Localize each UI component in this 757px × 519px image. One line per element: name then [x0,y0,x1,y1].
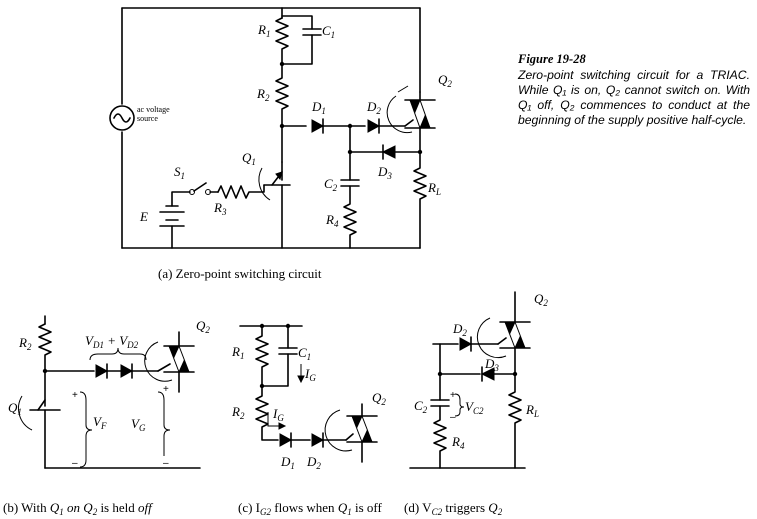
label-s1: S1 [174,164,185,181]
figure-title: Figure 19-28 [518,52,586,66]
caption-panel-a: (a) Zero-point switching circuit [158,266,322,281]
label-d2: D2 [366,99,381,116]
label-d3-d: D3 [484,356,499,373]
triac-q2-b [144,331,195,393]
diode-d2 [367,118,381,134]
resistor-r4 [343,185,357,249]
label-r2-c: R2 [231,404,245,421]
label-d1: D1 [311,99,326,116]
label-r1: R1 [257,22,270,39]
panel-d-circuit [409,291,531,469]
label-d3: D3 [377,164,392,181]
resistor-rl-d [508,373,522,469]
triac-q2 [386,85,436,153]
sign-plus-vf: + [72,390,78,401]
figure-caption-text: Zero-point switching circuit for a TRIAC… [518,68,750,127]
sign-minus-vc2: – [450,412,456,423]
resistor-r1 [275,17,289,65]
panel-c-labels: R1 C1 IG R2 IG D1 D2 Q2 (c) IG2 flows wh… [231,344,386,517]
sign-minus-vf: – [72,458,78,469]
label-q2-b: Q2 [196,318,210,335]
resistor-r1-c [255,325,269,387]
capacitor-c1 [302,28,322,36]
diode-d1-c [279,432,293,448]
resistor-r3 [217,184,265,199]
caption-panel-b: (b) With Q1 on Q2 is held off [3,500,154,517]
sign-plus-vc2: + [450,390,456,401]
resistor-r4-d [433,405,447,469]
label-c2-d: C2 [414,398,428,415]
label-q1: Q1 [242,150,256,167]
diode-d1 [311,118,325,134]
label-c1: C1 [322,23,335,40]
transistor-q1-b [18,370,61,469]
label-rl: RL [427,180,441,197]
label-r4: R4 [325,212,339,229]
label-c1-c: C1 [298,345,311,362]
label-e: E [139,209,148,224]
resistor-r2-b [38,323,52,372]
label-r2-b: R2 [18,335,32,352]
triac-q2-d [476,317,531,375]
label-q2: Q2 [438,72,452,89]
label-d2-c: D2 [306,454,321,471]
triac-q2-c [324,403,378,463]
label-r3: R3 [213,200,227,217]
label-ig-c1: IG [304,366,316,383]
label-vc2: VC2 [465,399,484,416]
label-q1-b: Q1 [8,400,22,417]
capacitor-c2 [340,179,360,187]
capacitor-c1-c [278,347,298,355]
label-r2: R2 [256,86,270,103]
label-c2: C2 [324,176,338,193]
label-ac-source-line1: ac voltage [137,105,170,114]
switch-s1 [189,182,211,195]
diode-d3 [381,144,396,160]
diode-d1-b [95,363,109,379]
panel-b-labels: R2 VD1 + VD2 Q2 Q1 VF VG + – + – (b) Wit… [3,318,210,517]
label-ac-source-line2: source [137,114,158,123]
ac-voltage-source [109,105,135,131]
sign-minus-vg: – [163,458,169,469]
label-r4-d: R4 [451,434,465,451]
label-vf: VF [93,414,107,431]
caption-panel-d: (d) VC2 triggers Q2 [404,500,503,517]
capacitor-c2-d [430,399,450,407]
sign-plus-vg: + [163,384,169,395]
panel-a-circuit [109,7,436,249]
diode-d2-c [311,432,325,448]
resistor-rl [413,151,427,249]
panel-c-circuit [239,323,378,463]
caption-panel-c: (c) IG2 flows when Q1 is off [238,500,382,517]
battery-e [159,205,185,227]
label-ig-c2: IG [272,406,284,423]
diode-d2-b [120,363,134,379]
diode-d2-d [459,336,473,352]
panel-a-labels: R1 C1 R2 D1 D2 Q2 D3 RL C2 R4 Q1 S1 R3 E… [137,22,452,281]
label-rl-d: RL [525,402,539,419]
label-vg: VG [131,416,146,433]
panel-d-labels: D2 Q2 D3 C2 VC2 + – R4 RL (d) VC2 trigge… [404,291,548,517]
transistor-q1 [258,125,291,249]
label-d2-d: D2 [452,321,467,338]
label-q2-d: Q2 [534,291,548,308]
figure-caption: Figure 19-28 Zero-point switching circui… [518,52,750,128]
label-vd1-vd2: VD1 + VD2 [85,333,139,350]
label-q2-c: Q2 [372,390,386,407]
panel-b-circuit [18,315,201,469]
label-d1-c: D1 [280,454,295,471]
resistor-r2 [275,63,289,127]
label-r1-c: R1 [231,344,244,361]
